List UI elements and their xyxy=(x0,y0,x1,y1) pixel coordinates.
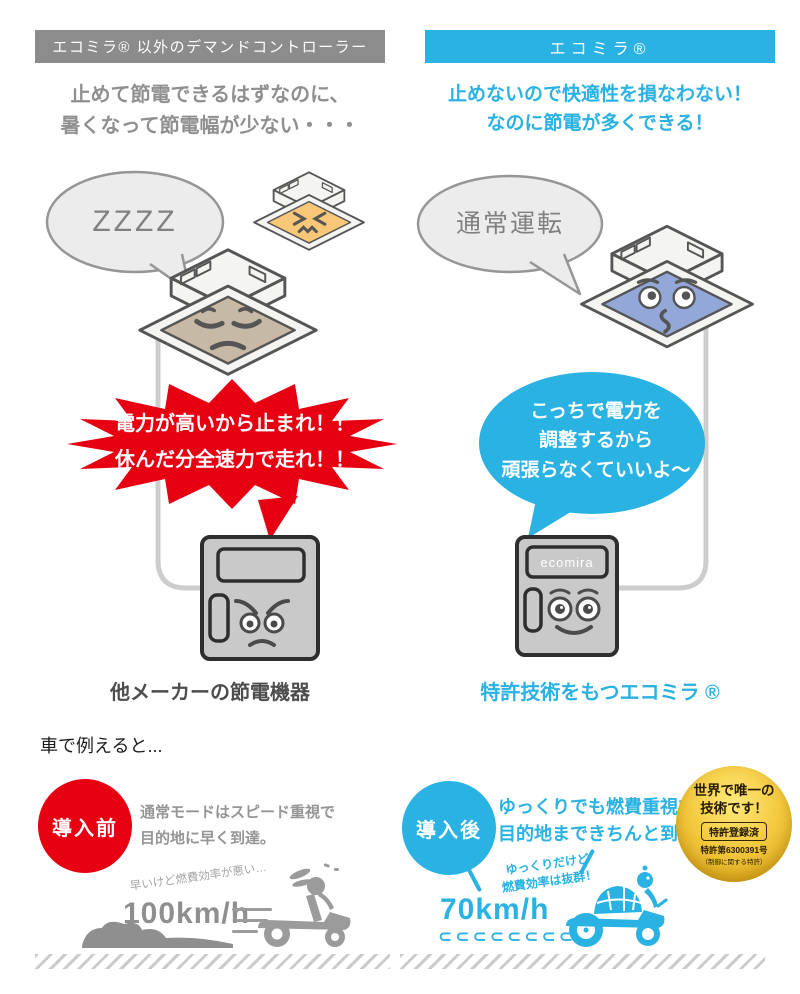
before-desc-line1: 通常モードはスピード重視で xyxy=(140,804,336,821)
normal-face xyxy=(636,278,698,334)
connector-line-right xyxy=(605,317,709,591)
patent-note: （制御に関する特許） xyxy=(701,859,767,867)
shout-line-1: 電力が高いから止まれ！！ xyxy=(115,413,355,435)
ac-unit-sleeping xyxy=(138,248,318,376)
normal-operation-label: 通常運転 xyxy=(455,210,564,238)
shout-starburst xyxy=(67,379,397,540)
ac-unit-normal xyxy=(580,224,754,349)
ecomira-speech-bubble xyxy=(479,372,705,538)
after-badge: 導入後 xyxy=(402,781,496,875)
after-desc-line1: ゆっくりでも燃費重視で xyxy=(498,797,696,817)
exhaust-puffs: ⊂⊂⊂⊂⊂⊂⊂⊂ xyxy=(438,927,576,946)
road-left xyxy=(35,954,390,969)
ecomira-speech-text: こっちで電力を 調整するから 頑張らなくていいよ～ xyxy=(487,397,705,485)
angry-face xyxy=(234,599,290,647)
sleep-bubble-label: ZZZZ xyxy=(92,205,178,238)
normal-operation-bubble xyxy=(416,174,604,296)
speech-line-3: 頑張らなくていいよ～ xyxy=(501,459,691,481)
connector-line-left xyxy=(155,332,218,591)
header-other-controllers: エコミラ® 以外のデマンドコントローラー xyxy=(35,30,385,63)
before-badge: 導入前 xyxy=(38,779,132,873)
patent-badge-line1: 世界で唯一の xyxy=(693,782,775,798)
other-controller xyxy=(200,535,320,661)
shout-line-2: 休んだ分全速力で走れ！！ xyxy=(115,449,355,471)
patent-gold-badge: 世界で唯一の 技術です！ 特許登録済 特許第6300391号 （制御に関する特許… xyxy=(676,766,792,882)
sleeping-face xyxy=(194,307,262,351)
subtitle-left-line1: 止めて節電できるはずなのに、 xyxy=(70,84,350,106)
subtitle-right-line2: なのに節電が多くできる！ xyxy=(486,113,714,135)
after-description: ゆっくりでも燃費重視で 目的地まできちんと到達。 xyxy=(498,794,714,848)
shout-text: 電力が高いから止まれ！！ 休んだ分全速力で走れ！！ xyxy=(80,406,390,478)
ecomira-controller xyxy=(515,535,619,657)
rabbit-kart-illustration xyxy=(232,863,351,947)
ecomira-device-label: 特許技術をもつエコミラ ® xyxy=(480,682,720,704)
after-desc-line2: 目的地まできちんと到達。 xyxy=(498,824,714,844)
patent-number: 特許第6300391号 xyxy=(700,845,768,856)
after-speed: 70km/h xyxy=(440,893,550,926)
ecomira-brand-label: ecomira xyxy=(540,554,594,570)
subtitle-left-line2: 暑くなって節電幅が少ない・・・ xyxy=(60,115,360,137)
patent-badge-line2: 技術です！ xyxy=(700,801,768,816)
speech-line-1: こっちで電力を xyxy=(530,401,662,422)
subtitle-left: 止めて節電できるはずなのに、 暑くなって節電幅が少ない・・・ xyxy=(35,80,385,142)
happy-face xyxy=(547,588,601,635)
distressed-face xyxy=(292,211,327,234)
patent-registered-label: 特許登録済 xyxy=(701,822,767,842)
turtle-kart-illustration xyxy=(566,865,668,947)
subtitle-right-line1: 止めないので快適性を損なわない！ xyxy=(447,84,752,105)
road-right xyxy=(400,954,765,969)
other-device-label: 他メーカーの節電機器 xyxy=(110,682,310,704)
before-speed: 100km/h xyxy=(123,897,251,930)
car-analogy-heading: 車で例えると... xyxy=(40,736,163,756)
speech-line-2: 調整するから xyxy=(538,430,653,452)
before-desc-line2: 目的地に早く到達。 xyxy=(140,829,276,847)
subtitle-right: 止めないので快適性を損なわない！ なのに節電が多くできる！ xyxy=(425,80,775,139)
header-ecomira: エコミラ® xyxy=(425,30,775,63)
ac-unit-distressed xyxy=(253,171,365,251)
before-description: 通常モードはスピード重視で 目的地に早く到達。 xyxy=(140,800,335,851)
hill-illustration xyxy=(82,921,233,948)
